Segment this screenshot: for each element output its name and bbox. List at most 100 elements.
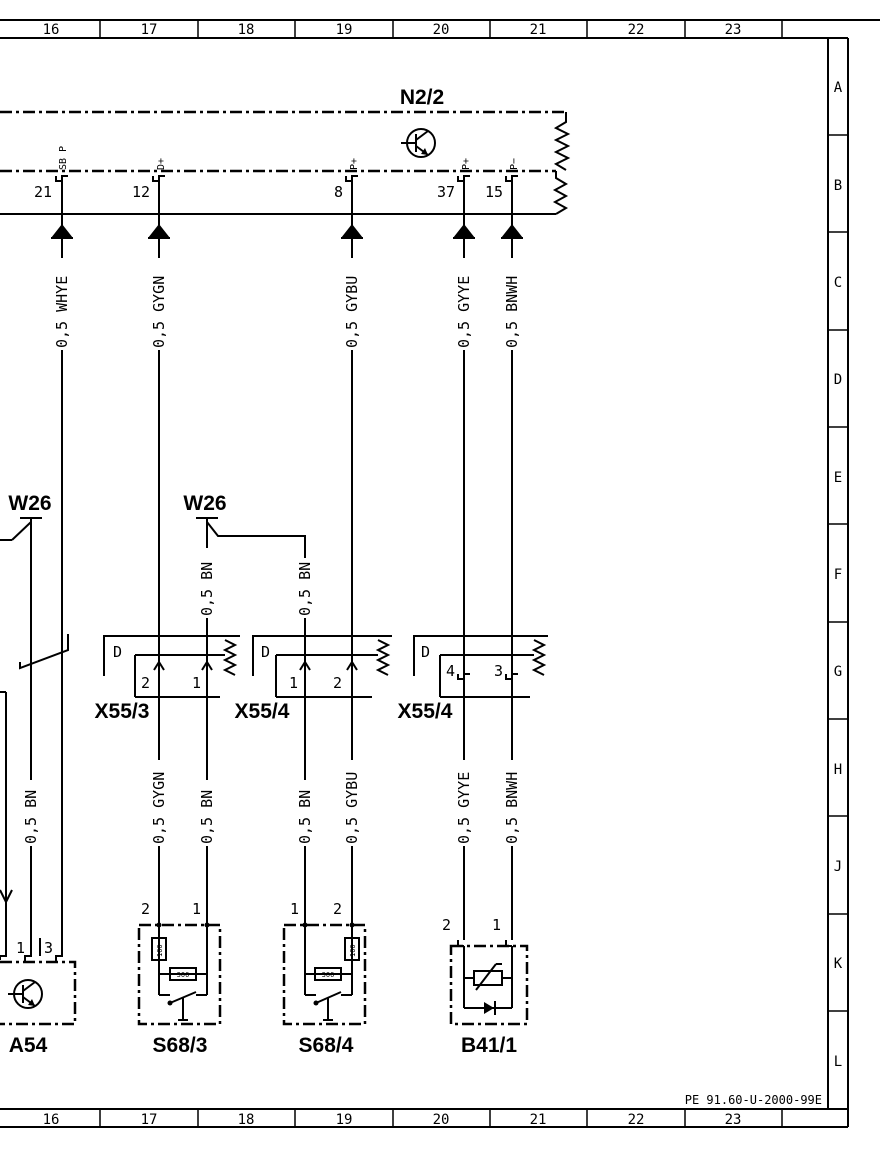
connector-x55-4-middle: D 1 2 X55/4 bbox=[235, 635, 392, 723]
row-labels: A B C D E F G H J K L bbox=[834, 80, 843, 1070]
pin-number: 3 bbox=[494, 662, 503, 680]
wire-label: 0,5 GYBU bbox=[343, 276, 361, 348]
plug-arrow-icon bbox=[453, 224, 475, 239]
row-label: A bbox=[834, 80, 843, 96]
component-label-s68-3: S68/3 bbox=[153, 1034, 208, 1057]
wire-label: 0,5 BNWH bbox=[503, 772, 521, 844]
row-ticks bbox=[828, 134, 848, 1012]
connector-x55-3: D 2 1 X55/3 bbox=[95, 635, 240, 723]
component-label-x55-3: X55/3 bbox=[95, 700, 150, 723]
frame bbox=[0, 19, 880, 1128]
resistor-label: 100 bbox=[349, 944, 357, 957]
pin-number: 3 bbox=[44, 939, 53, 957]
pin-signal: P+ bbox=[461, 158, 472, 170]
pin-number: 1 bbox=[290, 900, 299, 918]
transistor-icon bbox=[8, 979, 43, 1009]
plug-arrow-icon bbox=[341, 224, 363, 239]
column-label: 21 bbox=[530, 1112, 547, 1128]
resistor-label: 300 bbox=[177, 971, 190, 979]
connector-x55-4-right: D 4 3 X55/4 bbox=[398, 635, 548, 723]
column-label: 19 bbox=[336, 22, 353, 38]
column-label: 20 bbox=[433, 22, 450, 38]
row-label: L bbox=[834, 1054, 842, 1070]
column-label: 18 bbox=[238, 1112, 255, 1128]
component-label-x55-4: X55/4 bbox=[235, 700, 290, 723]
wire-label: 0,5 BN bbox=[22, 790, 40, 844]
plug-arrow-icon bbox=[51, 224, 73, 239]
row-label: B bbox=[834, 178, 842, 194]
pin-number: 8 bbox=[334, 183, 343, 201]
upper-wires: 0,5 WHYE 0,5 GYGN 0,5 GYBU 0,5 GYYE 0,5 … bbox=[50, 181, 524, 940]
column-label: 23 bbox=[725, 1112, 742, 1128]
transistor-icon bbox=[401, 128, 436, 158]
wire-label: 0,5 GYBU bbox=[343, 772, 361, 844]
pin-number: 2 bbox=[333, 674, 342, 692]
bottom-column-ticks bbox=[99, 1109, 783, 1127]
pin-number: 1 bbox=[192, 900, 201, 918]
n2-pin-15: 15 P− bbox=[485, 158, 520, 201]
switch-icon bbox=[159, 991, 207, 1021]
pin-number: 12 bbox=[132, 183, 150, 201]
component-label-n2-2: N2/2 bbox=[400, 86, 444, 109]
component-label-s68-4: S68/4 bbox=[299, 1034, 354, 1057]
connector-d-label: D bbox=[113, 643, 122, 661]
pin-number: 2 bbox=[141, 900, 150, 918]
n2-pin-12: 12 D+ bbox=[132, 158, 167, 201]
pin-signal: D+ bbox=[156, 158, 167, 170]
n2-pin-21: 21 SB P bbox=[34, 146, 69, 201]
row-label: E bbox=[834, 470, 842, 486]
wire-label: 0,5 BN bbox=[296, 562, 314, 616]
wire-label: 0,5 BNWH bbox=[503, 276, 521, 348]
pin-number: 2 bbox=[333, 900, 342, 918]
diode-icon bbox=[484, 1001, 496, 1015]
n2-pin-8: 8 P+ bbox=[334, 158, 360, 201]
column-label: 21 bbox=[530, 22, 547, 38]
top-column-ticks bbox=[99, 20, 783, 38]
pin-number: 4 bbox=[446, 662, 455, 680]
pin-number: 1 bbox=[492, 916, 501, 934]
resistor-label: 100 bbox=[156, 944, 164, 957]
component-s68-3: 2 1 100 300 S68/3 bbox=[137, 900, 222, 1057]
component-b41-1: 2 1 B41/1 bbox=[442, 916, 529, 1057]
component-label-b41-1: B41/1 bbox=[461, 1034, 517, 1057]
row-label: G bbox=[834, 664, 842, 680]
pin-number: 1 bbox=[289, 674, 298, 692]
pin-number: 1 bbox=[16, 939, 25, 957]
pin-signal: P− bbox=[509, 158, 520, 170]
n2-pin-37: 37 P+ bbox=[437, 158, 472, 201]
component-label-w26: W26 bbox=[8, 492, 51, 515]
wire-label: 0,5 GYGN bbox=[150, 772, 168, 844]
wire-label: 0,5 GYGN bbox=[150, 276, 168, 348]
pin-number: 1 bbox=[192, 674, 201, 692]
pin-number: 21 bbox=[34, 183, 52, 201]
column-label: 22 bbox=[628, 1112, 645, 1128]
connector-d-label: D bbox=[261, 643, 270, 661]
document-reference: PE 91.60-U-2000-99E bbox=[685, 1093, 822, 1107]
column-label: 18 bbox=[238, 22, 255, 38]
wire-label: 0,5 BN bbox=[198, 790, 216, 844]
row-label: D bbox=[834, 372, 842, 388]
ground-w26-left: W26 0,5 BN bbox=[0, 492, 69, 950]
column-label: 20 bbox=[433, 1112, 450, 1128]
pin-signal: P+ bbox=[349, 158, 360, 170]
wire-label: 0,5 BN bbox=[198, 562, 216, 616]
wire-label: 0,5 BN bbox=[296, 790, 314, 844]
thermistor-icon bbox=[473, 963, 503, 991]
wire-label: 0,5 WHYE bbox=[53, 276, 71, 348]
row-label: J bbox=[834, 859, 842, 875]
column-label: 16 bbox=[43, 22, 60, 38]
bottom-column-labels: 16 17 18 19 20 21 22 23 bbox=[43, 1112, 742, 1128]
component-s68-4: 1 2 100 300 S68/4 bbox=[282, 900, 367, 1057]
wire-label: 0,5 GYYE bbox=[455, 772, 473, 844]
pin-number: 2 bbox=[442, 916, 451, 934]
column-label: 23 bbox=[725, 22, 742, 38]
pin-number: 15 bbox=[485, 183, 503, 201]
component-a54: 1 3 A54 bbox=[0, 938, 77, 1057]
column-label: 17 bbox=[141, 1112, 158, 1128]
ground-w26-middle: W26 0,5 BN 0,5 BN bbox=[183, 492, 317, 700]
row-label: C bbox=[834, 275, 842, 291]
row-label: F bbox=[834, 567, 842, 583]
component-label-w26: W26 bbox=[183, 492, 226, 515]
component-label-a54: A54 bbox=[9, 1034, 48, 1057]
